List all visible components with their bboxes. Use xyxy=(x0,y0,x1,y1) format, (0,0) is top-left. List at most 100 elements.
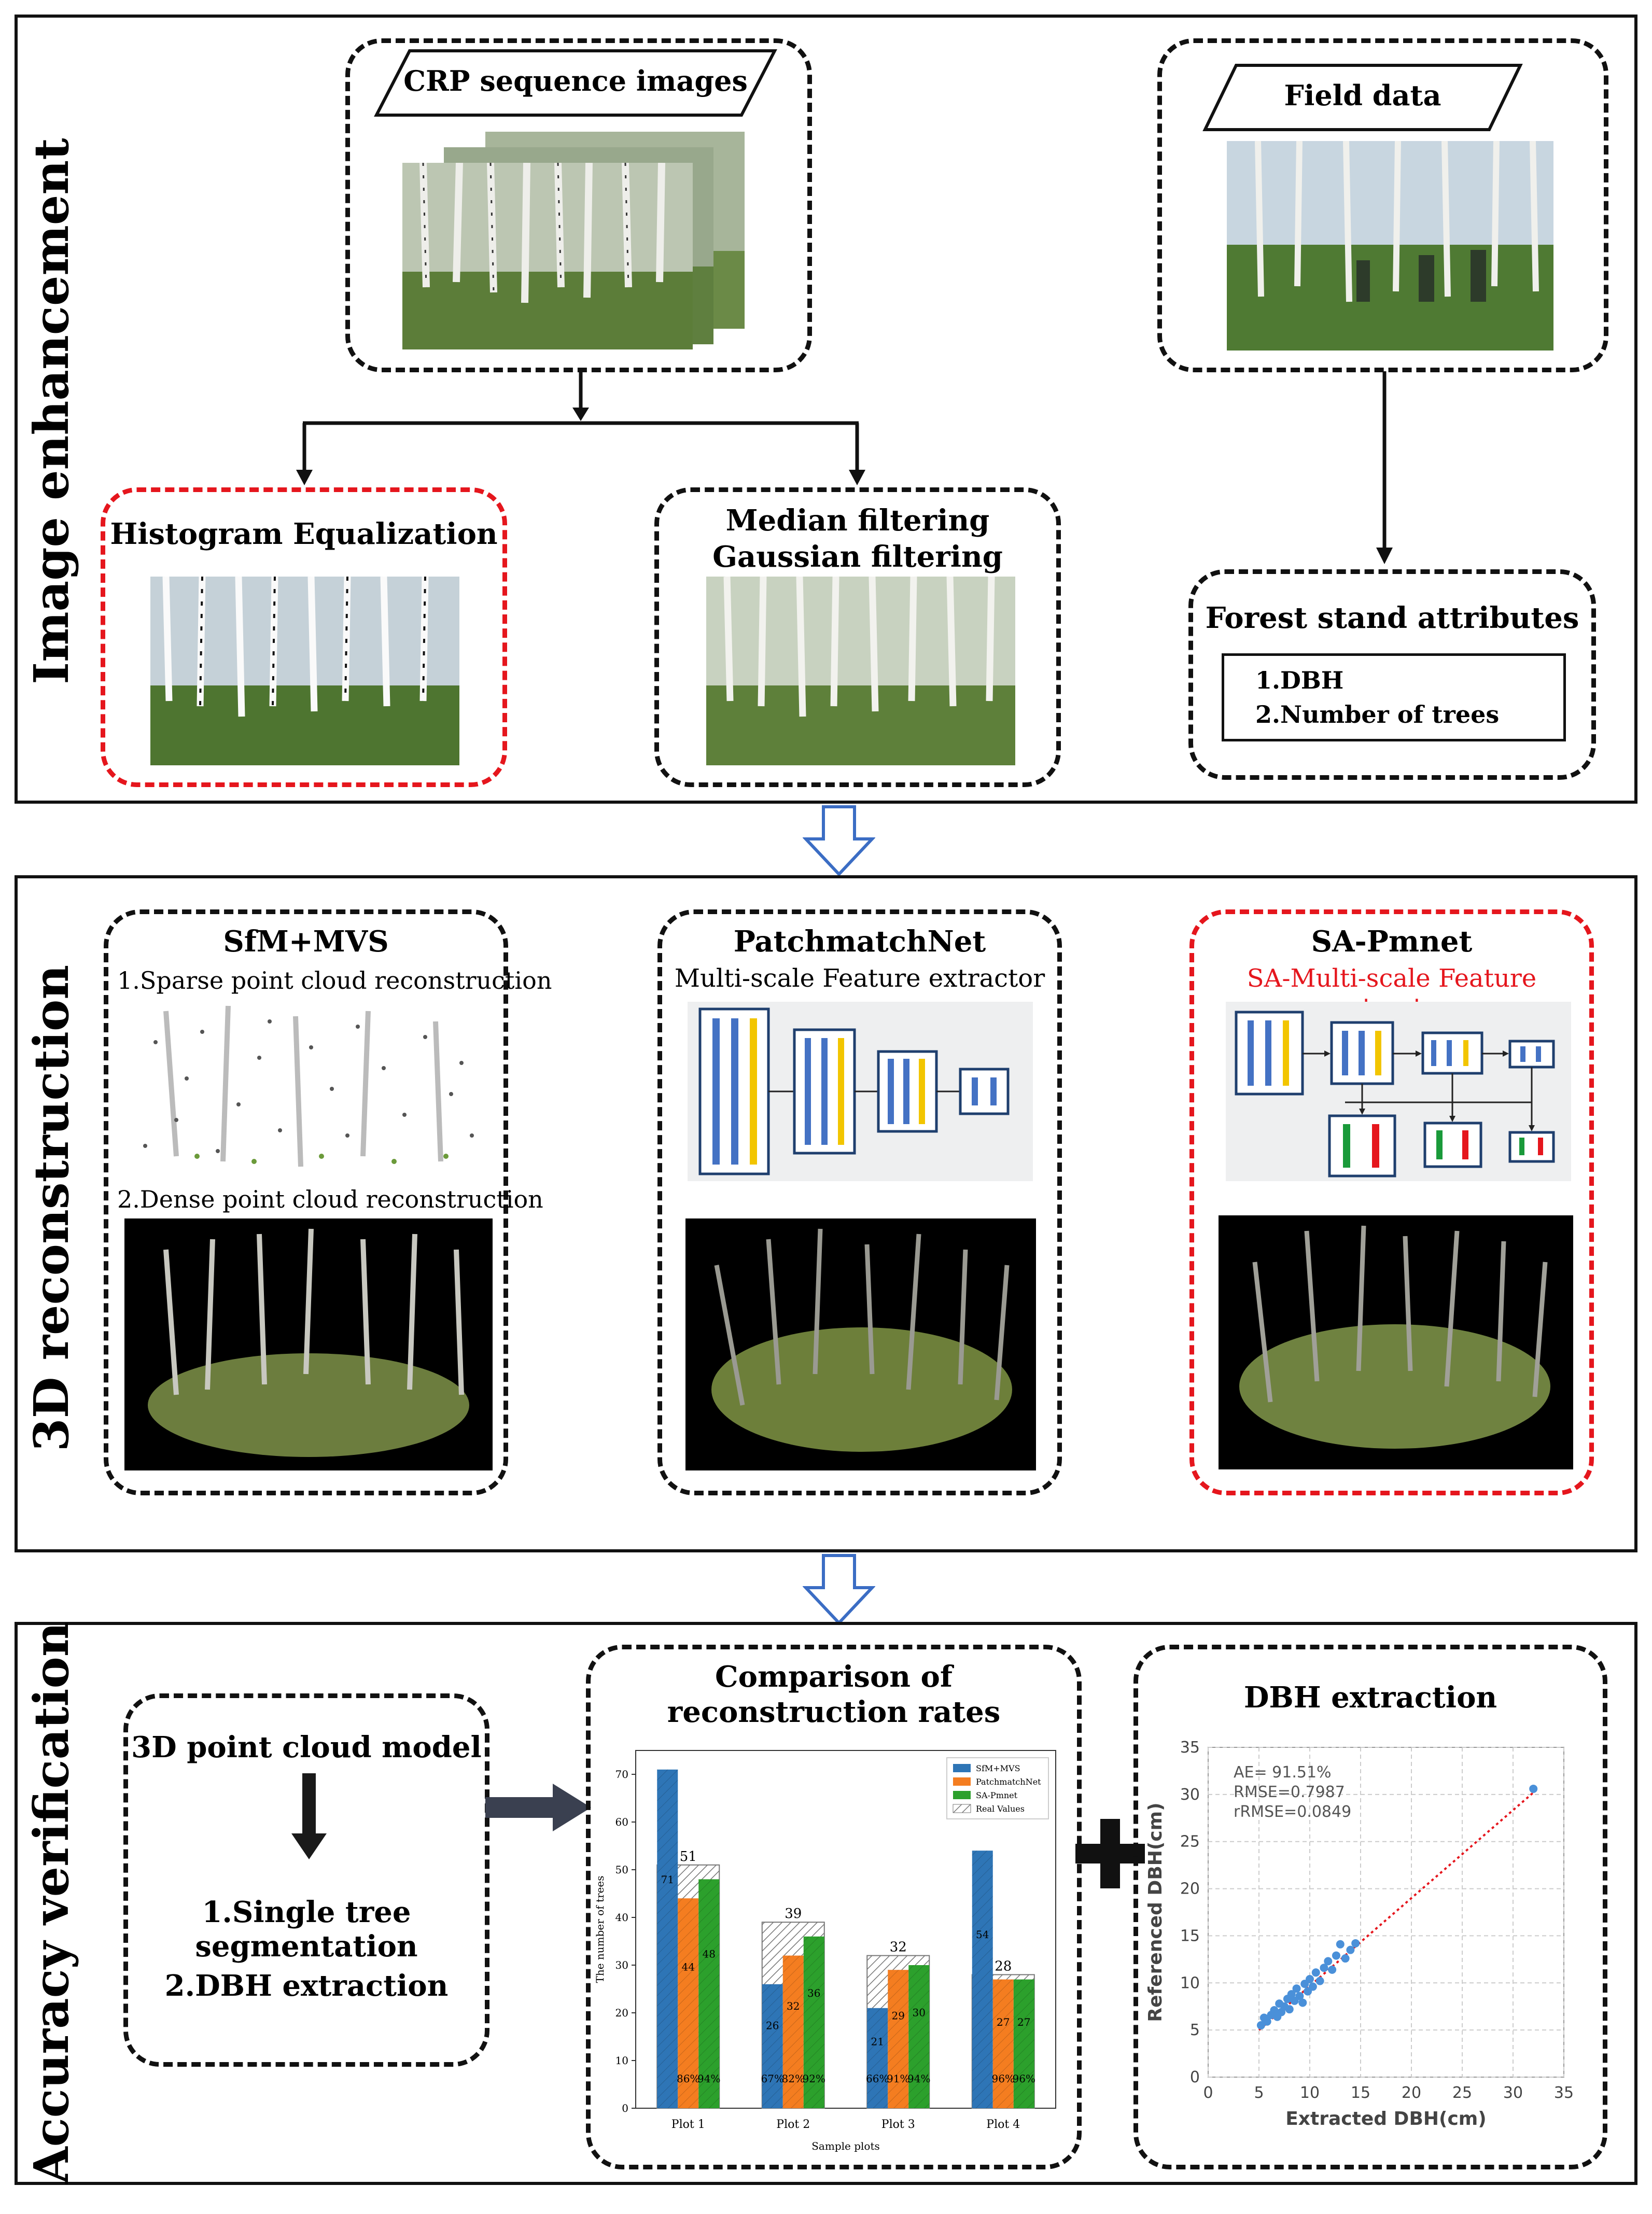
real-value-label: 39 xyxy=(785,1906,802,1922)
scatter-point xyxy=(1346,1945,1355,1954)
bar-rate-label: 92% xyxy=(803,2072,825,2085)
x-axis-label: Sample plots xyxy=(811,2140,880,2152)
patchmatchnet-feature-extractor-diagram xyxy=(688,1002,1033,1181)
bar-rate-label: 82% xyxy=(782,2072,805,2085)
bar-value-label: 29 xyxy=(892,2010,905,2022)
sfm-mvs-title: SfM+MVS xyxy=(223,924,389,959)
dbh-extraction-box: DBH extraction xyxy=(1133,1645,1607,2169)
bar-hatch-overlay xyxy=(657,1769,678,2108)
real-value-label: 51 xyxy=(680,1849,697,1865)
y-tick-label: 0 xyxy=(1190,2068,1200,2086)
sa-pmnet-point-cloud-image xyxy=(1219,1215,1573,1469)
x-axis-label: Extracted DBH(cm) xyxy=(1285,2108,1487,2129)
real-value-label: 28 xyxy=(995,1958,1012,1974)
field-photo xyxy=(1227,141,1553,351)
bar-value-label: 44 xyxy=(682,1961,695,1973)
dense-point-cloud-image xyxy=(124,1218,493,1470)
bar-hatch-overlay xyxy=(908,1965,930,2108)
field-title: Field data xyxy=(1284,79,1441,112)
y-tick-label: 0 xyxy=(622,2102,628,2114)
image-enhancement-section xyxy=(15,15,1637,804)
filtering-photo xyxy=(706,577,1015,765)
scatter-point xyxy=(1292,1984,1301,1993)
scatter-point xyxy=(1256,2021,1265,2030)
scatter-point xyxy=(1311,1968,1320,1977)
crp-title-parallelogram xyxy=(374,49,777,117)
bar-rate-label: 67% xyxy=(761,2072,784,2085)
bar-hatch-overlay xyxy=(867,2008,888,2108)
y-tick-label: 50 xyxy=(615,1863,628,1876)
scatter-point xyxy=(1315,1977,1324,1985)
forest-stand-attributes-title: Forest stand attributes xyxy=(1205,601,1579,635)
scatter-point xyxy=(1263,2017,1271,2026)
y-tick-label: 10 xyxy=(1180,1974,1200,1992)
dbh-extraction-step: 2.DBH extraction xyxy=(164,1969,449,2003)
patchmatchnet-title: PatchmatchNet xyxy=(733,924,986,959)
scatter-point xyxy=(1336,1940,1345,1949)
scatter-point xyxy=(1341,1954,1350,1963)
bar-rate-label: 66% xyxy=(866,2072,889,2085)
bar-value-label: 36 xyxy=(807,1987,820,1999)
hollow-down-arrow-1 xyxy=(803,805,875,877)
bar-hatch-overlay xyxy=(992,1979,1014,2108)
x-tick-label: Plot 4 xyxy=(986,2118,1020,2131)
scatter-point xyxy=(1295,1992,1304,2000)
scatter-point xyxy=(1351,1939,1360,1947)
field-title-parallelogram xyxy=(1202,64,1523,131)
histogram-equalization-title: Histogram Equalization xyxy=(110,517,498,551)
scatter-point xyxy=(1324,1957,1333,1966)
x-tick-label: Plot 2 xyxy=(776,2118,810,2131)
plus-icon xyxy=(1075,1819,1145,1888)
bar-hatch-overlay xyxy=(972,1851,993,2108)
legend-swatch xyxy=(953,1804,971,1813)
scatter-point xyxy=(1270,2006,1279,2014)
bar-value-label: 48 xyxy=(703,1948,716,1960)
y-tick-label: 30 xyxy=(615,1959,628,1971)
scatter-point xyxy=(1306,1975,1314,1984)
x-tick-label: 0 xyxy=(1203,2084,1213,2102)
bar-hatch-overlay xyxy=(782,1955,804,2108)
crp-photo-front xyxy=(402,163,693,349)
scatter-point xyxy=(1328,1965,1337,1974)
sparse-point-cloud-image xyxy=(124,1001,493,1177)
y-tick-label: 25 xyxy=(1180,1833,1200,1851)
single-tree-segmentation-step: 1.Single tree segmentation xyxy=(195,1895,418,1964)
field-data-box xyxy=(1157,38,1608,372)
dbh-extraction-title: DBH extraction xyxy=(1243,1680,1497,1715)
bar-rate-label: 96% xyxy=(1013,2072,1035,2085)
patchmatchnet-box: PatchmatchNet Multi-scale Feature extrac… xyxy=(657,909,1062,1495)
patchmatchnet-point-cloud-image xyxy=(685,1218,1036,1470)
y-tick-label: 70 xyxy=(615,1768,628,1781)
x-tick-label: 25 xyxy=(1452,2084,1472,2102)
scatter-point xyxy=(1332,1951,1340,1960)
scatter-point xyxy=(1298,1998,1307,2007)
bar-rate-label: 94% xyxy=(697,2072,720,2085)
x-tick-label: 5 xyxy=(1254,2084,1264,2102)
sa-pmnet-feature-extractor-diagram xyxy=(1226,1002,1571,1181)
bar-value-label: 54 xyxy=(976,1928,989,1941)
scatter-point xyxy=(1320,1964,1328,1972)
scatter-annotation: AE= 91.51% xyxy=(1234,1763,1332,1782)
x-tick-label: Plot 3 xyxy=(881,2118,915,2131)
hollow-down-arrow-2 xyxy=(803,1554,875,1626)
bar-rate-label: 86% xyxy=(677,2072,699,2085)
median-filtering-title: Median filtering xyxy=(725,503,990,538)
histogram-photo xyxy=(150,577,459,765)
y-axis-label: Referenced DBH(cm) xyxy=(1146,1802,1166,2022)
y-tick-label: 10 xyxy=(615,2054,628,2067)
x-tick-label: 20 xyxy=(1402,2084,1421,2102)
point-cloud-model-title: 3D point cloud model xyxy=(131,1730,482,1764)
bar-hatch-overlay xyxy=(1013,1979,1034,2108)
scatter-point xyxy=(1529,1784,1538,1793)
scatter-annotation: RMSE=0.7987 xyxy=(1234,1783,1345,1801)
comparison-title-line2: reconstruction rates xyxy=(667,1695,1001,1729)
scatter-annotation: rRMSE=0.0849 xyxy=(1234,1803,1351,1821)
crp-photo-stack xyxy=(402,132,745,349)
forest-stand-attributes-box: Forest stand attributes xyxy=(1188,569,1596,780)
y-tick-label: 35 xyxy=(1180,1739,1200,1757)
comparison-title-line1: Comparison of xyxy=(715,1660,953,1694)
crp-title: CRP sequence images xyxy=(403,64,748,97)
section-label-accuracy-verification: Accuracy verification xyxy=(23,1622,79,2184)
